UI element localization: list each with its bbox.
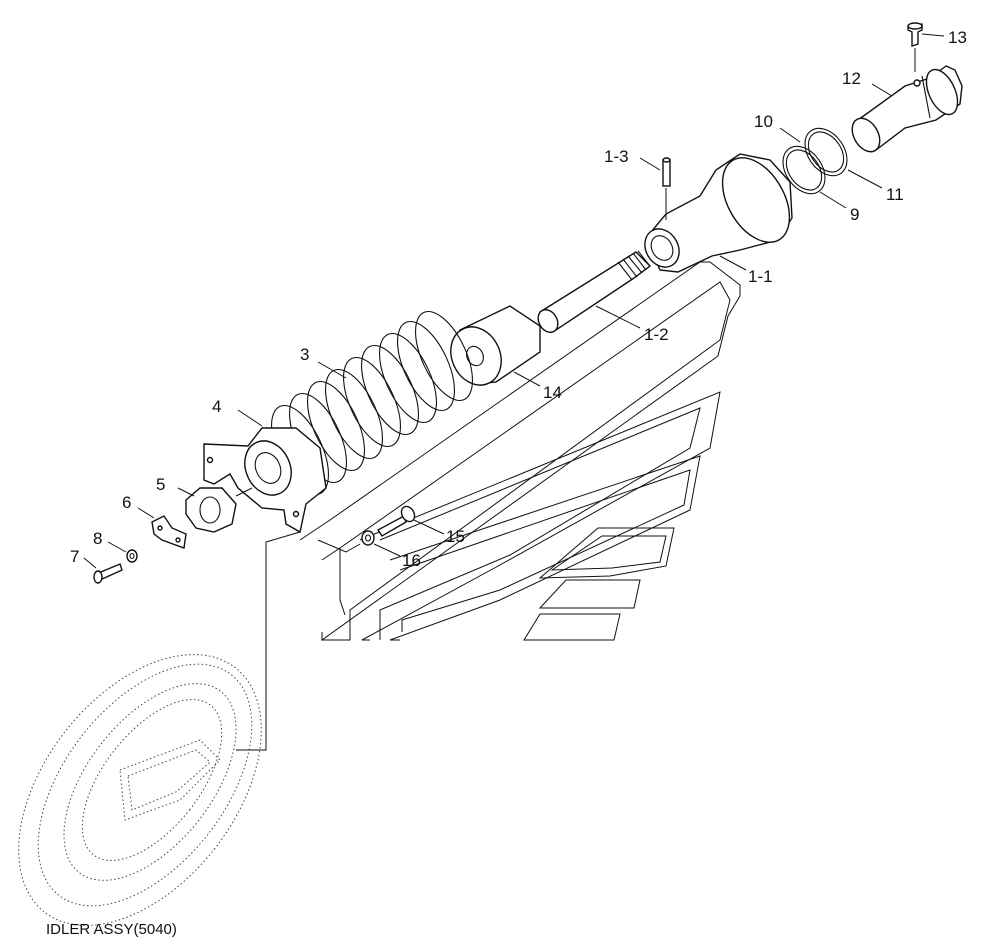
part-1-3-pin — [639, 157, 671, 220]
part-1-1-yoke — [644, 153, 793, 273]
part-3-spring — [271, 310, 473, 496]
callout-3: 3 — [300, 345, 309, 364]
part-16-washer — [317, 530, 401, 557]
idler-wheel-phantom — [18, 531, 301, 926]
part-4-bracket — [203, 409, 327, 534]
callout-11: 11 — [886, 185, 904, 204]
callout-12: 12 — [842, 69, 861, 88]
part-14-spacer — [450, 305, 541, 387]
callout-4: 4 — [212, 397, 221, 416]
callout-8: 8 — [93, 529, 102, 548]
part-5-nut — [177, 487, 253, 533]
callout-15: 15 — [446, 527, 465, 546]
callout-10: 10 — [754, 112, 773, 131]
part-13-plug — [907, 22, 945, 72]
callout-1-2: 1-2 — [644, 325, 669, 344]
part-8-washer — [107, 541, 138, 563]
callout-5: 5 — [156, 475, 165, 494]
callout-6: 6 — [122, 493, 131, 512]
callout-labels: 13 12 10 11 9 1-3 1-1 1-2 14 3 4 5 6 8 7… — [70, 28, 967, 570]
part-6-lock-plate — [137, 507, 187, 549]
callout-9: 9 — [850, 205, 859, 224]
callout-16: 16 — [402, 551, 421, 570]
part-15-bolt — [376, 505, 445, 537]
callout-14: 14 — [543, 383, 562, 402]
callout-1-1: 1-1 — [748, 267, 773, 286]
part-7-bolt — [83, 557, 123, 584]
callout-1-3: 1-3 — [604, 147, 629, 166]
track-frame-outline — [299, 261, 741, 641]
diagram-caption: IDLER ASSY(5040) — [46, 921, 177, 938]
part-1-2-rod — [537, 250, 652, 334]
part-12-cylinder — [851, 65, 963, 153]
callout-7: 7 — [70, 547, 79, 566]
callout-13: 13 — [948, 28, 967, 47]
